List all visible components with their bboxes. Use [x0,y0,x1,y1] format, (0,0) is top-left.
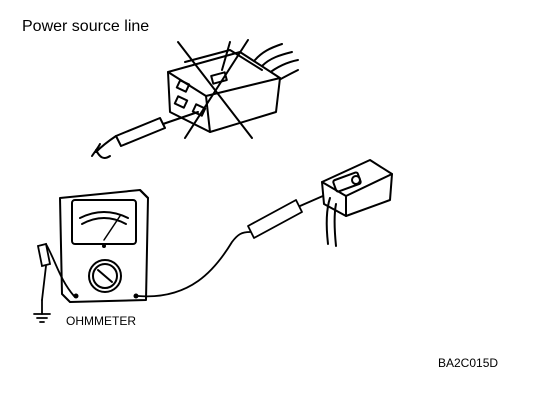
figure-code-label: BA2C015D [438,356,499,370]
ohmmeter-label: OHMMETER [66,314,136,328]
connector-illustration [321,159,393,247]
crossed-connector-illustration [91,39,299,159]
ohmmeter-illustration [59,189,149,303]
ground-lead [33,242,75,323]
probe-lead [137,191,333,298]
power-source-line-label: Power source line [22,18,150,35]
